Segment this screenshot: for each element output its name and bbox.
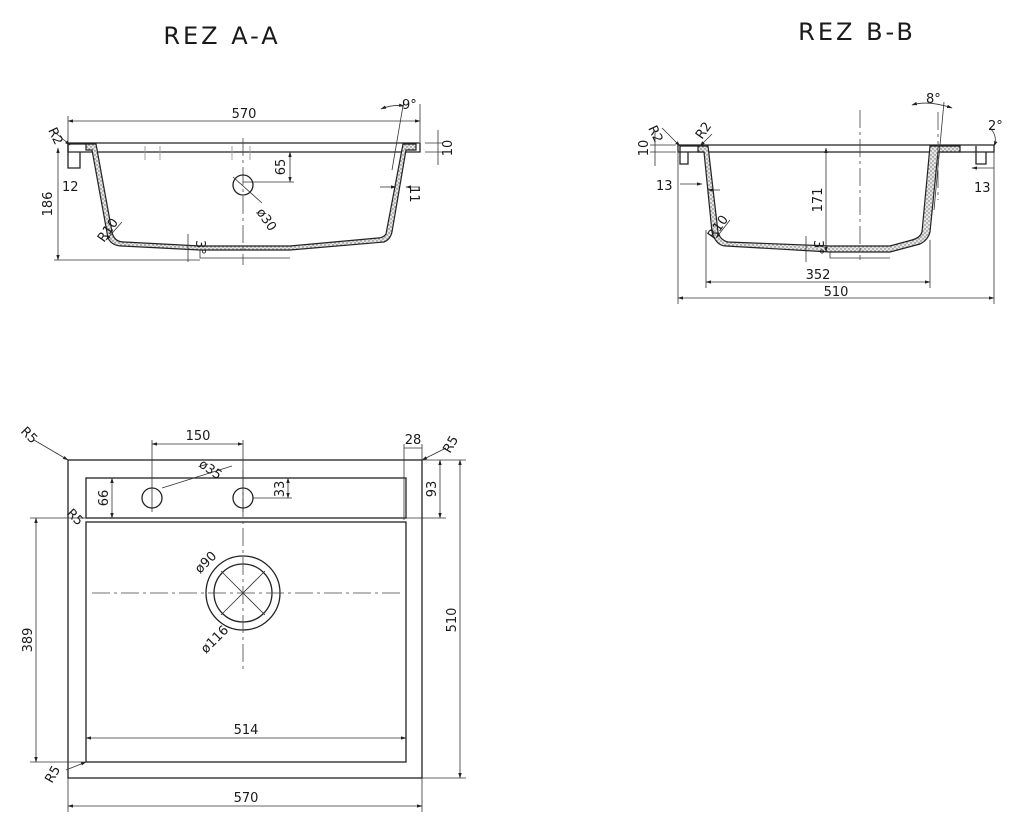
section-b-slope-label: 3° (810, 240, 825, 255)
plan-bowl-depth-label: 389 (21, 628, 36, 653)
section-b-waste (829, 252, 890, 259)
plan-outer-outline (67, 459, 423, 779)
plan-deck-outer-label: 93 (425, 481, 440, 498)
section-b-angle-arc (911, 101, 953, 109)
section-b-r2b-leader (699, 133, 713, 147)
plan-hole-spacing-label: 150 (186, 429, 211, 444)
plan-r5-tr-label: R5 (440, 434, 462, 456)
section-a-hole-leader (232, 176, 263, 204)
section-a-lip-label: 12 (62, 180, 79, 195)
section-a-angle-line (391, 99, 405, 171)
section-b-lip-left (679, 146, 689, 165)
section-b-rim-label: 10 (637, 140, 652, 157)
plan-r5-bl-label: R5 (42, 764, 64, 786)
section-b-b: REZ B-B 8° R2 R2 2° 10 13 13 (637, 18, 1003, 304)
plan-total-depth-label: 510 (445, 608, 460, 633)
section-b-wall-left-label: 13 (656, 179, 673, 194)
plan-r5-bl-leader (65, 761, 87, 771)
section-b-r10-leader (715, 219, 731, 239)
section-b-angle-right-label: 2° (988, 119, 1003, 134)
section-a-waste (199, 250, 290, 259)
section-b-wall-right-label: 13 (974, 181, 991, 196)
section-a-r2-label: R2 (44, 125, 65, 147)
section-a-r2-leader (51, 129, 71, 146)
section-b-angle-top-label: 8° (926, 92, 941, 107)
section-a-hole-offset-label: 65 (274, 159, 289, 176)
section-a-hole-label: ø30 (253, 206, 279, 235)
section-b-bowl-profile (680, 145, 961, 253)
plan-r5-tr-leader (421, 447, 447, 461)
section-a-depth-label: 186 (41, 192, 56, 217)
section-a-deck (67, 142, 421, 153)
section-a-angle-arc (380, 103, 405, 110)
section-a-tap-holes (144, 146, 251, 160)
section-a-wall-label: 11 (406, 186, 421, 203)
plan-bowl-outline (85, 521, 407, 763)
section-a-rim-label: 10 (441, 140, 456, 157)
section-a-a: REZ A-A 570 9° R2 10 186 12 (41, 22, 456, 265)
plan-rim-right-label: 28 (405, 433, 422, 448)
section-a-r10-leader (105, 221, 123, 241)
section-a-slope-label: 3° (192, 240, 207, 255)
section-b-angle-right-arc (989, 127, 998, 147)
section-b-angle-line (933, 101, 945, 211)
section-b-inner-width-label: 352 (806, 268, 831, 283)
plan-view: R5 R5 R5 R5 150 28 ø35 66 33 93 ø90 ø116 (17, 424, 466, 812)
plan-tap-offset-label: 33 (273, 481, 288, 498)
plan-waste-outer-label: ø116 (198, 623, 232, 657)
plan-tap-hole-leader (161, 465, 233, 489)
section-b-title: REZ B-B (798, 18, 916, 46)
plan-total-width-label: 570 (234, 791, 259, 806)
plan-tap-hole-label: ø35 (196, 457, 225, 483)
plan-deck-inner-label: 66 (97, 490, 112, 507)
section-b-r2a-leader (661, 127, 681, 147)
section-b-lip-right (975, 146, 987, 165)
section-a-width-label: 570 (232, 107, 257, 122)
section-b-total-width-label: 510 (824, 285, 849, 300)
section-a-lip (67, 144, 81, 169)
section-a-angle-label: 9° (402, 98, 417, 113)
section-a-title: REZ A-A (163, 22, 280, 50)
section-b-r2b-label: R2 (693, 120, 715, 143)
section-a-bowl-profile (68, 143, 417, 251)
plan-r5-tl-label: R5 (17, 424, 40, 447)
section-b-r10-label: R10 (705, 213, 732, 243)
plan-r5-tl-leader (33, 439, 69, 461)
plan-waste-inner-label: ø90 (192, 549, 220, 577)
section-a-overflow-hole (232, 174, 254, 196)
section-b-depth-label: 171 (811, 188, 826, 213)
plan-bowl-width-label: 514 (234, 723, 259, 738)
plan-deck-outline (85, 477, 407, 519)
